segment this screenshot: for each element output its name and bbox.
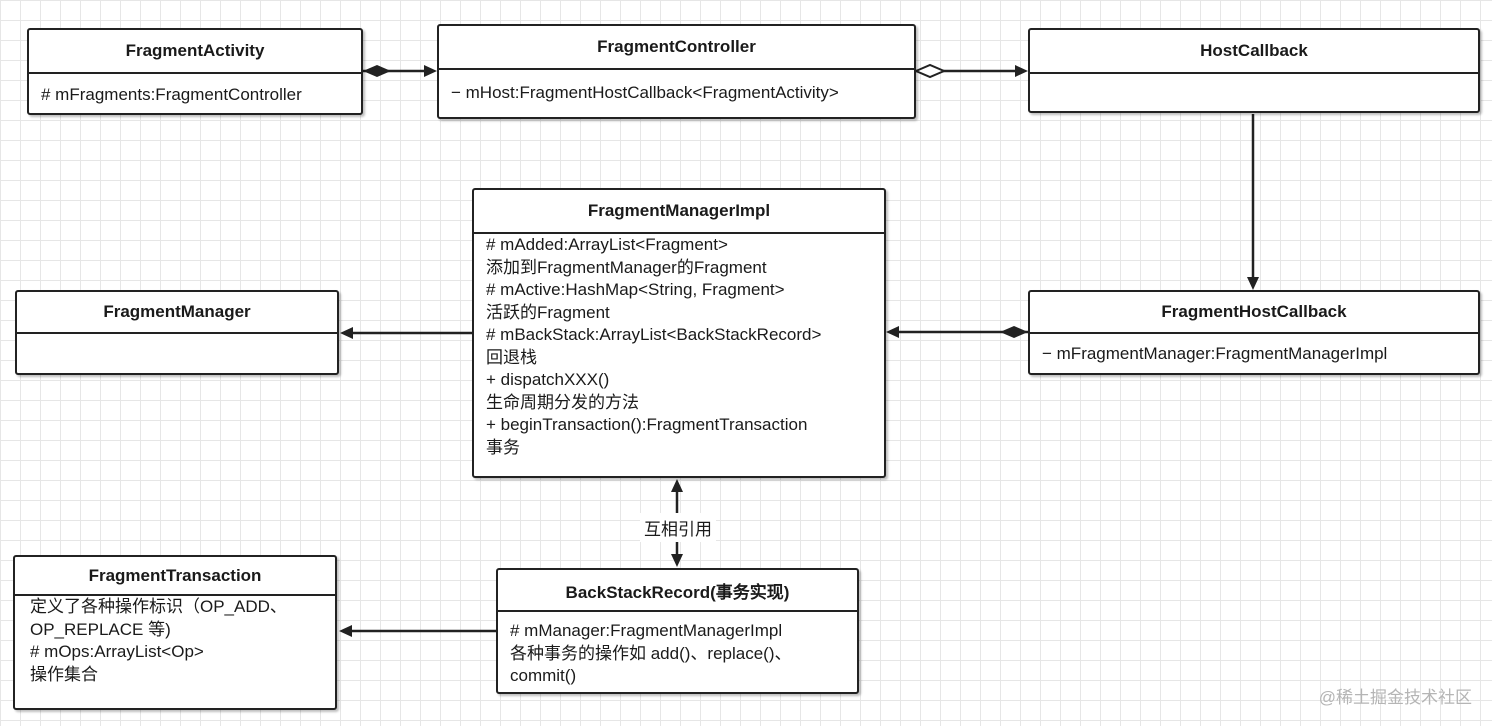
class-note: 各种事务的操作如 add()、replace()、	[510, 643, 792, 663]
class-member: # mAdded:ArrayList<Fragment>	[486, 235, 728, 254]
fragment-manager-class[interactable]: FragmentManager	[15, 290, 339, 375]
class-member-note: 活跃的Fragment	[486, 302, 610, 322]
class-member: # mBackStack:ArrayList<BackStackRecord>	[486, 325, 822, 344]
class-member: − mFragmentManager:FragmentManagerImpl	[1042, 344, 1388, 363]
class-title: FragmentController	[439, 26, 914, 70]
arrowhead	[1015, 65, 1028, 77]
class-body: # mAdded:ArrayList<Fragment> 添加到Fragment…	[474, 234, 884, 461]
class-member-note: 操作集合	[30, 664, 98, 684]
fragment-transaction-class[interactable]: FragmentTransaction 定义了各种操作标识（OP_ADD、 OP…	[13, 555, 337, 710]
class-member-note: 回退栈	[486, 347, 537, 367]
class-title: FragmentHostCallback	[1030, 292, 1478, 334]
arrowhead	[886, 326, 899, 338]
class-member: # mFragments:FragmentController	[41, 85, 302, 104]
fragment-manager-impl-class[interactable]: FragmentManagerImpl # mAdded:ArrayList<F…	[472, 188, 886, 478]
class-member: # mActive:HashMap<String, Fragment>	[486, 280, 785, 299]
class-method-note: 生命周期分发的方法	[486, 392, 639, 412]
class-body: 定义了各种操作标识（OP_ADD、 OP_REPLACE 等) # mOps:A…	[15, 596, 335, 688]
watermark: @稀土掘金技术社区	[1318, 688, 1472, 707]
class-body: # mManager:FragmentManagerImpl 各种事务的操作如 …	[498, 612, 857, 690]
arrowhead	[339, 625, 352, 637]
class-body	[17, 334, 337, 338]
class-member: # mOps:ArrayList<Op>	[30, 642, 204, 661]
edge-label-mutual-reference: 互相引用	[640, 513, 716, 542]
fragment-controller-class[interactable]: FragmentController − mHost:FragmentHostC…	[437, 24, 916, 119]
class-body: − mHost:FragmentHostCallback<FragmentAct…	[439, 70, 914, 107]
class-note: 定义了各种操作标识（OP_ADD、	[30, 597, 287, 616]
class-title: FragmentTransaction	[15, 557, 335, 596]
class-body: # mFragments:FragmentController	[29, 74, 361, 109]
class-method-note: 事务	[486, 437, 520, 457]
class-title: BackStackRecord(事务实现)	[498, 570, 857, 612]
class-note: commit()	[510, 666, 577, 685]
class-member: # mManager:FragmentManagerImpl	[510, 621, 783, 640]
fragment-activity-class[interactable]: FragmentActivity # mFragments:FragmentCo…	[27, 28, 363, 115]
arrowhead	[340, 327, 353, 339]
class-title: FragmentManager	[17, 292, 337, 334]
back-stack-record-class[interactable]: BackStackRecord(事务实现) # mManager:Fragmen…	[496, 568, 859, 694]
composition-diamond	[1000, 326, 1028, 338]
class-body	[1030, 74, 1478, 78]
class-title: FragmentActivity	[29, 30, 361, 74]
fragment-host-callback-class[interactable]: FragmentHostCallback − mFragmentManager:…	[1028, 290, 1480, 375]
class-note: OP_REPLACE 等)	[30, 619, 171, 639]
arrowhead	[1247, 277, 1259, 290]
class-body: − mFragmentManager:FragmentManagerImpl	[1030, 334, 1478, 368]
class-member: − mHost:FragmentHostCallback<FragmentAct…	[451, 83, 839, 102]
class-title: FragmentManagerImpl	[474, 190, 884, 234]
arrowhead	[671, 554, 683, 567]
class-member-note: 添加到FragmentManager的Fragment	[486, 257, 767, 277]
class-method: + dispatchXXX()	[486, 370, 610, 389]
composition-diamond	[363, 65, 391, 77]
arrowhead	[424, 65, 437, 77]
class-method: + beginTransaction():FragmentTransaction	[486, 415, 808, 434]
host-callback-class[interactable]: HostCallback	[1028, 28, 1480, 113]
aggregation-diamond	[913, 63, 947, 79]
class-title: HostCallback	[1030, 30, 1478, 74]
arrowhead	[671, 479, 683, 492]
